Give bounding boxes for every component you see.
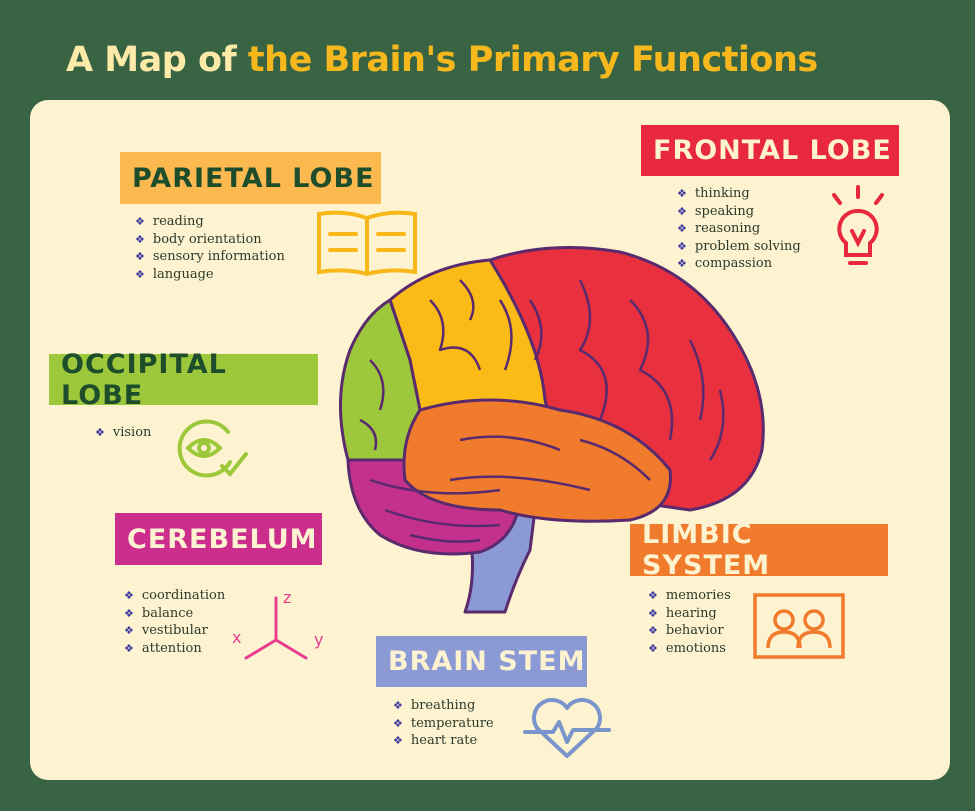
list-item: memories: [648, 587, 731, 605]
occipital-lobe-list: vision: [95, 424, 152, 442]
list-item: hearing: [648, 605, 731, 623]
people-icon: [753, 593, 845, 659]
list-item: emotions: [648, 640, 731, 658]
brain-stem-header: BRAIN STEM: [376, 636, 587, 687]
list-item: vision: [95, 424, 152, 442]
list-item: heart rate: [393, 732, 494, 750]
book-icon: [317, 210, 417, 277]
list-item: body orientation: [135, 231, 285, 249]
frontal-lobe-header: FRONTAL LOBE: [641, 125, 899, 176]
list-item: temperature: [393, 715, 494, 733]
list-item: sensory information: [135, 248, 285, 266]
eye-icon: [177, 419, 248, 478]
list-item: vestibular: [124, 622, 225, 640]
limbic-system-header: LIMBIC SYSTEM: [630, 519, 888, 581]
temporal-lobe-region: [402, 398, 672, 523]
parietal-lobe-list: reading body orientation sensory informa…: [135, 213, 285, 283]
page-title: A Map of the Brain's Primary Functions: [66, 40, 818, 80]
heartbeat-icon: [523, 698, 611, 758]
xyz-axes-icon: z x y: [228, 588, 328, 668]
list-item: behavior: [648, 622, 731, 640]
list-item: thinking: [677, 185, 801, 203]
x-axis-label: x: [232, 628, 242, 647]
list-item: reasoning: [677, 220, 801, 238]
brain-stem-list: breathing temperature heart rate: [393, 697, 494, 750]
lightbulb-icon: [832, 185, 884, 265]
list-item: speaking: [677, 203, 801, 221]
occipital-lobe-header: OCCIPITAL LOBE: [49, 349, 318, 411]
list-item: reading: [135, 213, 285, 231]
cerebellum-list: coordination balance vestibular attentio…: [124, 587, 225, 657]
frontal-lobe-list: thinking speaking reasoning problem solv…: [677, 185, 801, 273]
parietal-lobe-header: PARIETAL LOBE: [120, 152, 381, 204]
list-item: language: [135, 266, 285, 284]
list-item: coordination: [124, 587, 225, 605]
brain-illustration: [338, 246, 765, 614]
limbic-system-list: memories hearing behavior emotions: [648, 587, 731, 657]
list-item: balance: [124, 605, 225, 623]
list-item: compassion: [677, 255, 801, 273]
list-item: attention: [124, 640, 225, 658]
z-axis-label: z: [283, 588, 292, 607]
list-item: breathing: [393, 697, 494, 715]
cerebellum-header: CEREBELUM: [115, 513, 322, 565]
list-item: problem solving: [677, 238, 801, 256]
y-axis-label: y: [314, 630, 324, 649]
